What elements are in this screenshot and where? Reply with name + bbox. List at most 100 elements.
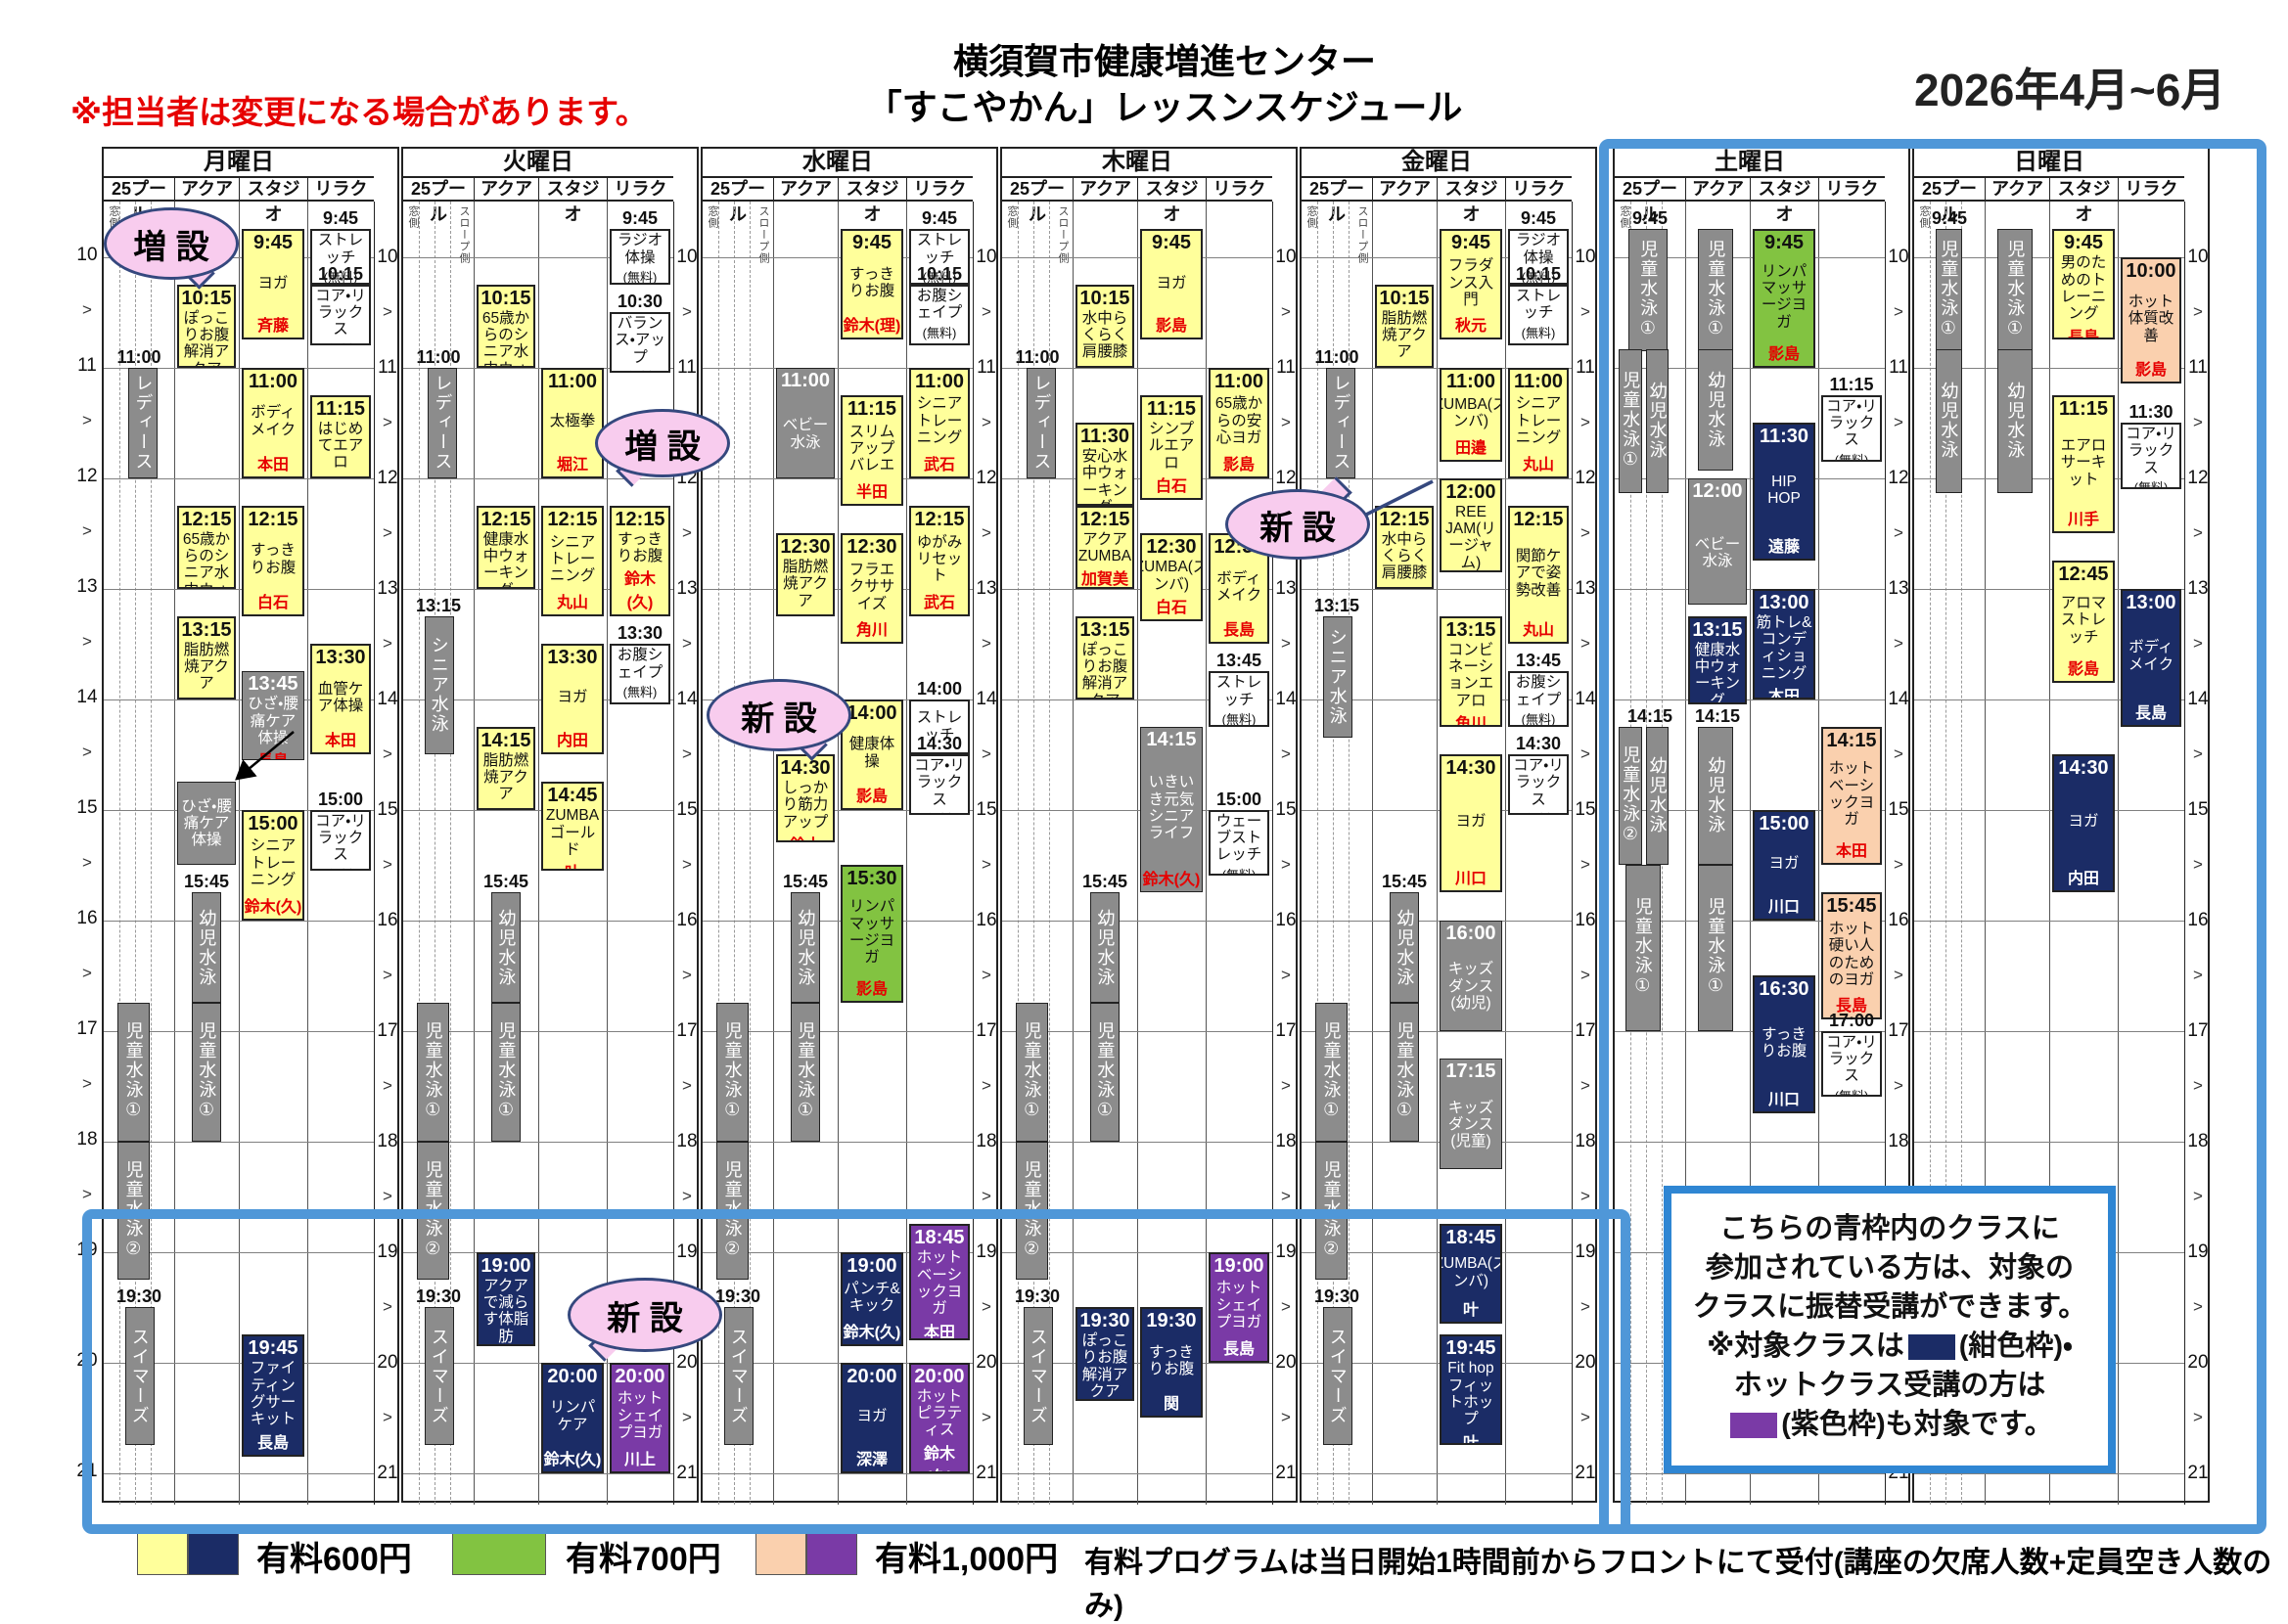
hour-line xyxy=(703,1251,973,1253)
class-instructor: 加賀美 xyxy=(1080,571,1128,589)
hour-line xyxy=(703,477,973,479)
class-instructor: 半田 xyxy=(855,483,888,501)
class-name: ホット硬い人のためのヨガ xyxy=(1828,921,1875,989)
class-time-label: 13:15 xyxy=(415,595,462,615)
rail-hour-label: 12 xyxy=(1888,467,1909,488)
class-block: 児童水泳② xyxy=(417,1141,449,1280)
column-header-2: スタジオ xyxy=(538,176,607,224)
class-time: 12:15 xyxy=(1379,508,1430,530)
class-name: 安心水中ウォーキング xyxy=(1081,448,1128,504)
lane-2 xyxy=(1750,202,1818,1505)
class-block: 児童水泳① xyxy=(491,1003,522,1142)
class-instructor: 中山 xyxy=(1089,362,1121,366)
rail-hour-label: 18 xyxy=(976,1130,997,1151)
hour-line xyxy=(1615,588,1885,590)
class-name: レディース xyxy=(133,374,154,472)
class-time: 15:30 xyxy=(847,868,897,889)
rail-half-mark: > xyxy=(82,521,92,540)
rail-half-mark: > xyxy=(1580,413,1590,431)
rail-hour-label: 19 xyxy=(676,1241,698,1262)
class-time: 9:45 xyxy=(1763,232,1804,254)
class-block: 児童水泳① xyxy=(117,1003,150,1142)
lane-1 xyxy=(1685,202,1750,1505)
hour-line xyxy=(104,1141,374,1143)
rail-half-mark: > xyxy=(1281,966,1291,984)
class-name: キッズダンス(児童) xyxy=(1447,1099,1494,1150)
lane-0: 窓側スロープ側 xyxy=(403,202,474,1505)
class-block: 児童水泳① xyxy=(1698,229,1734,351)
rail-half-mark: > xyxy=(82,964,92,982)
hour-line xyxy=(1002,920,1272,922)
class-time: 12:15 xyxy=(181,508,232,530)
class-block: お腹シェイプ(無料) xyxy=(610,644,670,705)
class-instructor: 川口 xyxy=(1767,898,1800,916)
class-time-label: 13:45 xyxy=(1515,651,1562,671)
class-block: レディース xyxy=(1027,367,1057,478)
hour-line xyxy=(1302,1251,1572,1253)
class-time: 12:15 xyxy=(615,508,665,530)
class-name: ZUMBAゴールド xyxy=(545,807,600,858)
class-name: リンパマッサージヨガ xyxy=(1761,262,1808,331)
legend-swatch-yellow xyxy=(137,1528,188,1575)
class-instructor: 長島 xyxy=(256,1434,289,1452)
class-name: ぽっこりお腹解消アクア xyxy=(1081,641,1128,698)
class-name: ヨガ xyxy=(856,1407,888,1424)
class-name: 幼児水泳 xyxy=(197,908,217,987)
hour-line xyxy=(1914,1141,2184,1143)
rail-hour-label: 13 xyxy=(676,577,698,599)
class-name: ぽっこりお腹解消アクア xyxy=(183,309,230,366)
class-time: 12:00 xyxy=(1692,479,1743,502)
hour-line xyxy=(1302,1362,1572,1364)
column-header-1: アクア xyxy=(1073,176,1137,202)
hour-line xyxy=(1914,1472,2184,1474)
class-instructor: 丸山 xyxy=(1522,456,1554,474)
rail-half-mark: > xyxy=(82,743,92,761)
time-rail: 10>11>12>13>14>15>16>17>18>19>20>21 xyxy=(973,202,1000,1505)
page-title: 横須賀市健康増進センター 「すこやかん」レッスンスケジュール xyxy=(744,39,1585,131)
class-time: 18:45 xyxy=(914,1227,965,1249)
class-instructor: 長島 xyxy=(1222,622,1255,639)
class-time-label: 17:00 xyxy=(1828,1010,1875,1030)
rail-hour-label: 21 xyxy=(976,1462,997,1483)
lane-0: 窓側スロープ側 xyxy=(1302,202,1372,1505)
class-name: コア・リラックス xyxy=(1826,397,1877,449)
pool-lane-divider xyxy=(1049,202,1050,1505)
class-name: スイマーズ xyxy=(728,1327,749,1425)
class-name: 児童水泳① xyxy=(1706,239,1726,340)
class-block: 幼児水泳 xyxy=(1390,892,1420,1004)
hour-line xyxy=(1002,1362,1272,1364)
class-name: シニアトレーニング xyxy=(549,533,596,585)
class-time: 16:00 xyxy=(1445,922,1496,944)
class-name: ホットシェイプヨガ xyxy=(1215,1280,1262,1331)
rail-half-mark: > xyxy=(982,634,991,653)
hour-line xyxy=(703,1472,973,1474)
rail-half-mark: > xyxy=(2193,1076,2203,1095)
class-time: 12:45 xyxy=(2058,564,2109,586)
rail-hour-label: 11 xyxy=(1576,356,1595,378)
lane-3 xyxy=(2118,202,2184,1505)
class-name: 児童水泳② xyxy=(1621,744,1641,846)
class-block: 児童水泳① xyxy=(1628,229,1668,351)
day-header: 土曜日 xyxy=(1615,149,1885,178)
class-time: 13:15 xyxy=(181,618,232,641)
rail-hour-label: 18 xyxy=(676,1130,698,1151)
class-block: スイマーズ xyxy=(124,1307,155,1446)
column-header-1: アクア xyxy=(474,176,538,202)
class-time-label: 19:30 xyxy=(1014,1286,1061,1306)
hour-line xyxy=(403,1362,673,1364)
class-time: 14:30 xyxy=(780,757,831,779)
class-block: レディース xyxy=(1326,367,1356,478)
class-name: ストレッチ xyxy=(916,709,963,744)
class-name: 児童水泳① xyxy=(1321,1021,1342,1123)
rail-hour-label: 13 xyxy=(1275,577,1297,599)
column-header-1: アクア xyxy=(1985,176,2049,202)
class-block: 11:15はじめてエアロ斉藤 xyxy=(310,394,371,478)
hour-line xyxy=(1002,588,1272,590)
